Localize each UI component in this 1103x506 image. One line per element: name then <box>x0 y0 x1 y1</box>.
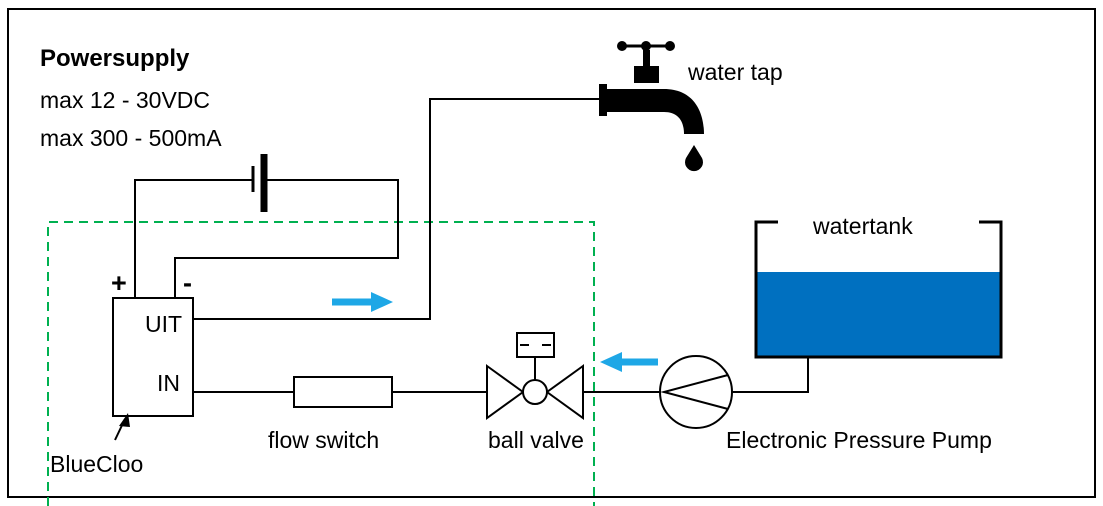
powersupply-current: max 300 - 500mA <box>40 125 222 151</box>
flow-arrow-right <box>332 292 393 312</box>
watertank-icon <box>754 220 1003 359</box>
powersupply-title: Powersupply <box>40 45 190 72</box>
device-output-label: UIT <box>145 311 182 337</box>
flow-arrow-left <box>600 352 658 372</box>
plus-sign: + <box>111 268 127 298</box>
flow-switch-icon <box>293 376 393 408</box>
device-input-label: IN <box>157 370 180 396</box>
water-tap-icon <box>599 41 704 172</box>
bluecloo-label: BlueCloo <box>50 451 143 477</box>
tank-outlet-line <box>732 357 809 393</box>
powersupply-voltage: max 12 - 30VDC <box>40 87 210 113</box>
bluecloo-pointer-head <box>119 413 130 427</box>
watertank-label: watertank <box>812 213 913 239</box>
minus-sign: - <box>183 268 192 298</box>
bluecloo-boundary <box>47 221 595 506</box>
ball-valve-icon <box>486 332 584 420</box>
power-wire-plus <box>134 179 253 298</box>
water-tap-label: water tap <box>687 59 783 85</box>
flow-switch-label: flow switch <box>268 427 379 453</box>
bluecloo-device <box>112 297 194 417</box>
output-line <box>193 98 604 320</box>
pump-icon <box>659 355 733 429</box>
diagram-frame <box>7 8 1096 498</box>
battery-icon <box>251 154 268 212</box>
power-wire-minus <box>174 179 399 298</box>
pump-label: Electronic Pressure Pump <box>726 427 992 453</box>
ball-valve-label: ball valve <box>488 427 584 453</box>
